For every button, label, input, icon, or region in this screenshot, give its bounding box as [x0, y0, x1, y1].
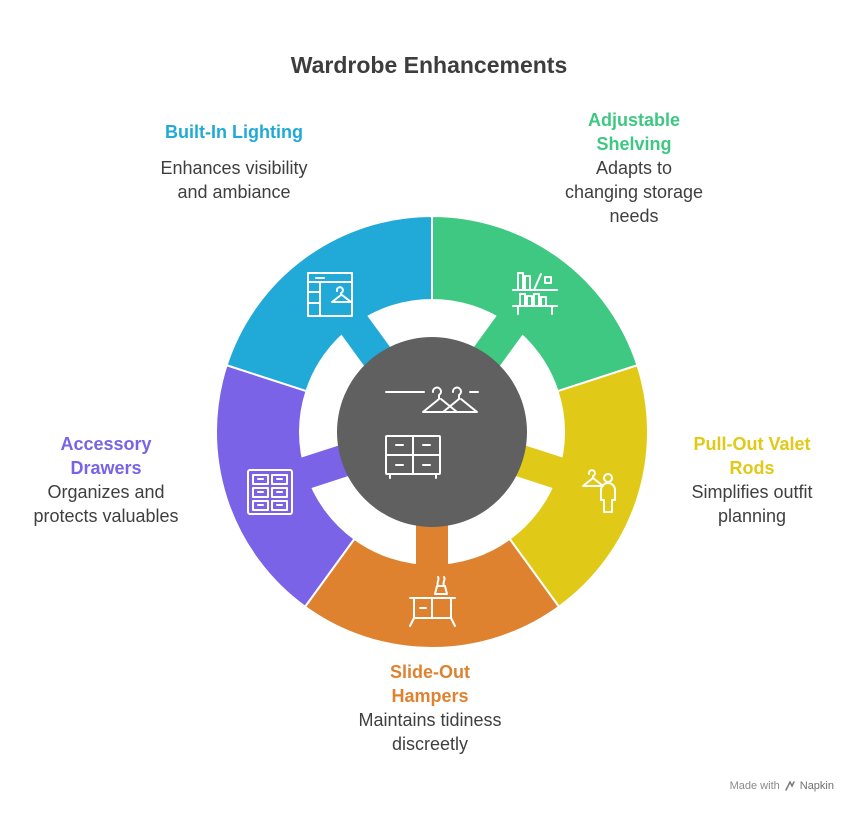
segment-heading: Accessory Drawers — [60, 434, 152, 478]
person-hanger-icon — [582, 469, 616, 513]
label-built-in-lighting: Built-In Lighting Enhances visibility an… — [120, 120, 348, 204]
segment-description: Organizes and protects valuables — [33, 482, 179, 526]
segment-built-in-lighting — [225, 214, 433, 393]
segment-heading: Pull-Out Valet Rods — [693, 434, 811, 478]
footer-brand: Napkin — [799, 780, 834, 792]
drawer-grid-icon — [247, 469, 293, 515]
hangers-rail-icon — [385, 386, 479, 413]
segment-description: Enhances visibility and ambiance — [160, 158, 308, 202]
segment-heading: Adjustable Shelving — [587, 110, 680, 154]
label-accessory-drawers: Accessory Drawers Organizes and protects… — [10, 432, 202, 528]
footer-attribution: Made with Napkin — [730, 780, 834, 792]
center-circle — [337, 337, 527, 527]
footer-prefix: Made with — [729, 780, 780, 792]
label-pull-out-valet-rods: Pull-Out Valet Rods Simplifies outfit pl… — [652, 432, 852, 528]
wardrobe-hanger-icon — [307, 272, 353, 317]
segment-pull-out-valet-rods — [508, 363, 649, 609]
segment-heading: Slide-Out Hampers — [390, 662, 470, 706]
label-adjustable-shelving: Adjustable Shelving Adapts to changing s… — [534, 108, 734, 228]
napkin-logo-icon — [785, 780, 795, 791]
label-slide-out-hampers: Slide-Out Hampers Maintains tidiness dis… — [320, 660, 540, 756]
segment-heading: Built-In Lighting — [165, 122, 303, 142]
page-title: Wardrobe Enhancements — [290, 52, 568, 78]
segment-description: Adapts to changing storage needs — [564, 158, 704, 226]
connector-accessory-drawers — [295, 444, 352, 490]
hamper-cabinet-icon — [409, 576, 456, 627]
connector-slide-out-hampers — [416, 522, 448, 570]
connector-pull-out-valet-rods — [512, 444, 569, 490]
segment-accessory-drawers — [215, 363, 356, 609]
dresser-icon — [385, 435, 441, 479]
bookshelf-icon — [512, 272, 558, 315]
segment-description: Maintains tidiness discreetly — [358, 710, 502, 754]
segment-slide-out-hampers — [303, 537, 561, 649]
segment-description: Simplifies outfit planning — [691, 482, 813, 526]
